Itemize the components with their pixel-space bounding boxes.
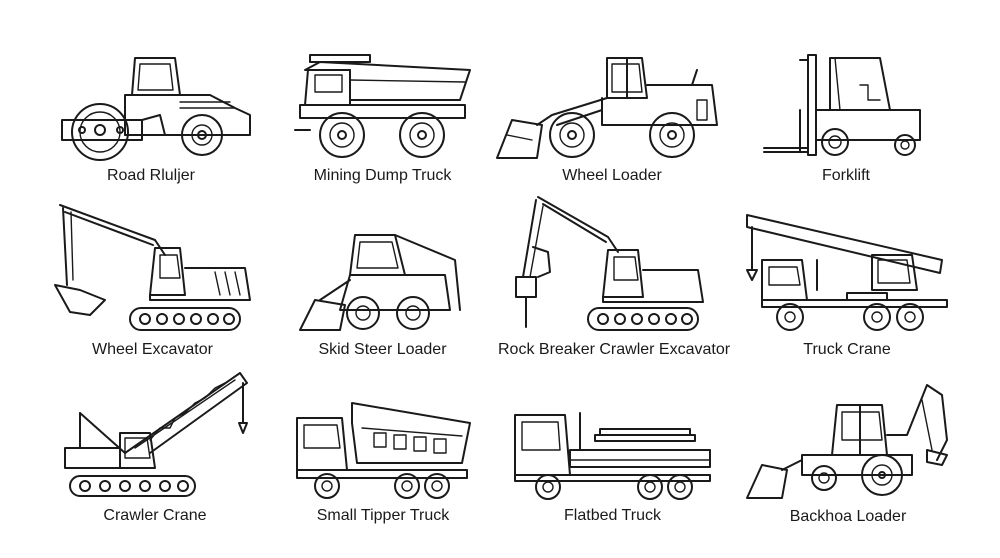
- vehicle-label: Wheel Loader: [562, 167, 662, 184]
- vehicle-tile-skid-steer-loader: Skid Steer Loader: [295, 200, 470, 365]
- vehicle-tile-wheel-loader: Wheel Loader: [492, 40, 732, 190]
- vehicle-tile-mining-dump-truck: Mining Dump Truck: [290, 40, 475, 190]
- vehicle-label: Small Tipper Truck: [316, 507, 450, 524]
- vehicle-label: Road Rluljer: [106, 167, 196, 184]
- vehicle-label: Skid Steer Loader: [318, 341, 447, 358]
- vehicle-tile-road-roller: Road Rluljer: [40, 40, 262, 190]
- rock-breaker-excavator-icon: [515, 196, 704, 331]
- mining-dump-truck-icon: [294, 54, 471, 158]
- vehicle-tile-backhoe-loader: Backhoa Loader: [742, 380, 954, 531]
- small-tipper-truck-icon: [296, 402, 471, 499]
- vehicle-tile-rock-breaker-excavator: Rock Breaker Crawler Excavator: [498, 192, 731, 365]
- vehicle-label: Backhoa Loader: [789, 508, 907, 525]
- vehicle-tile-wheel-excavator: Wheel Excavator: [45, 200, 260, 365]
- vehicle-label: Truck Crane: [803, 341, 891, 358]
- wheel-loader-icon: [496, 57, 718, 159]
- vehicle-label: Forklift: [822, 167, 870, 184]
- vehicle-tile-crawler-crane: Crawler Crane: [55, 368, 255, 531]
- wheel-excavator-icon: [54, 204, 251, 331]
- truck-crane-icon: [746, 214, 948, 331]
- vehicle-label: Wheel Excavator: [92, 341, 213, 358]
- flatbed-truck-icon: [514, 412, 711, 500]
- vehicle-tile-forklift: Forklift: [760, 40, 932, 190]
- vehicle-label: Mining Dump Truck: [313, 167, 452, 184]
- backhoe-loader-icon: [746, 384, 948, 499]
- vehicle-label: Crawler Crane: [103, 507, 207, 524]
- vehicle-label: Rock Breaker Crawler Excavator: [498, 341, 731, 358]
- vehicle-tile-flatbed-truck: Flatbed Truck: [510, 405, 715, 531]
- vehicle-tile-truck-crane: Truck Crane: [742, 205, 952, 365]
- vehicle-label: Flatbed Truck: [564, 507, 661, 524]
- crawler-crane-icon: [64, 372, 248, 497]
- vehicle-tile-small-tipper-truck: Small Tipper Truck: [292, 398, 474, 531]
- road-roller-icon: [61, 57, 251, 161]
- skid-steer-loader-icon: [299, 234, 461, 331]
- forklift-icon: [763, 54, 921, 156]
